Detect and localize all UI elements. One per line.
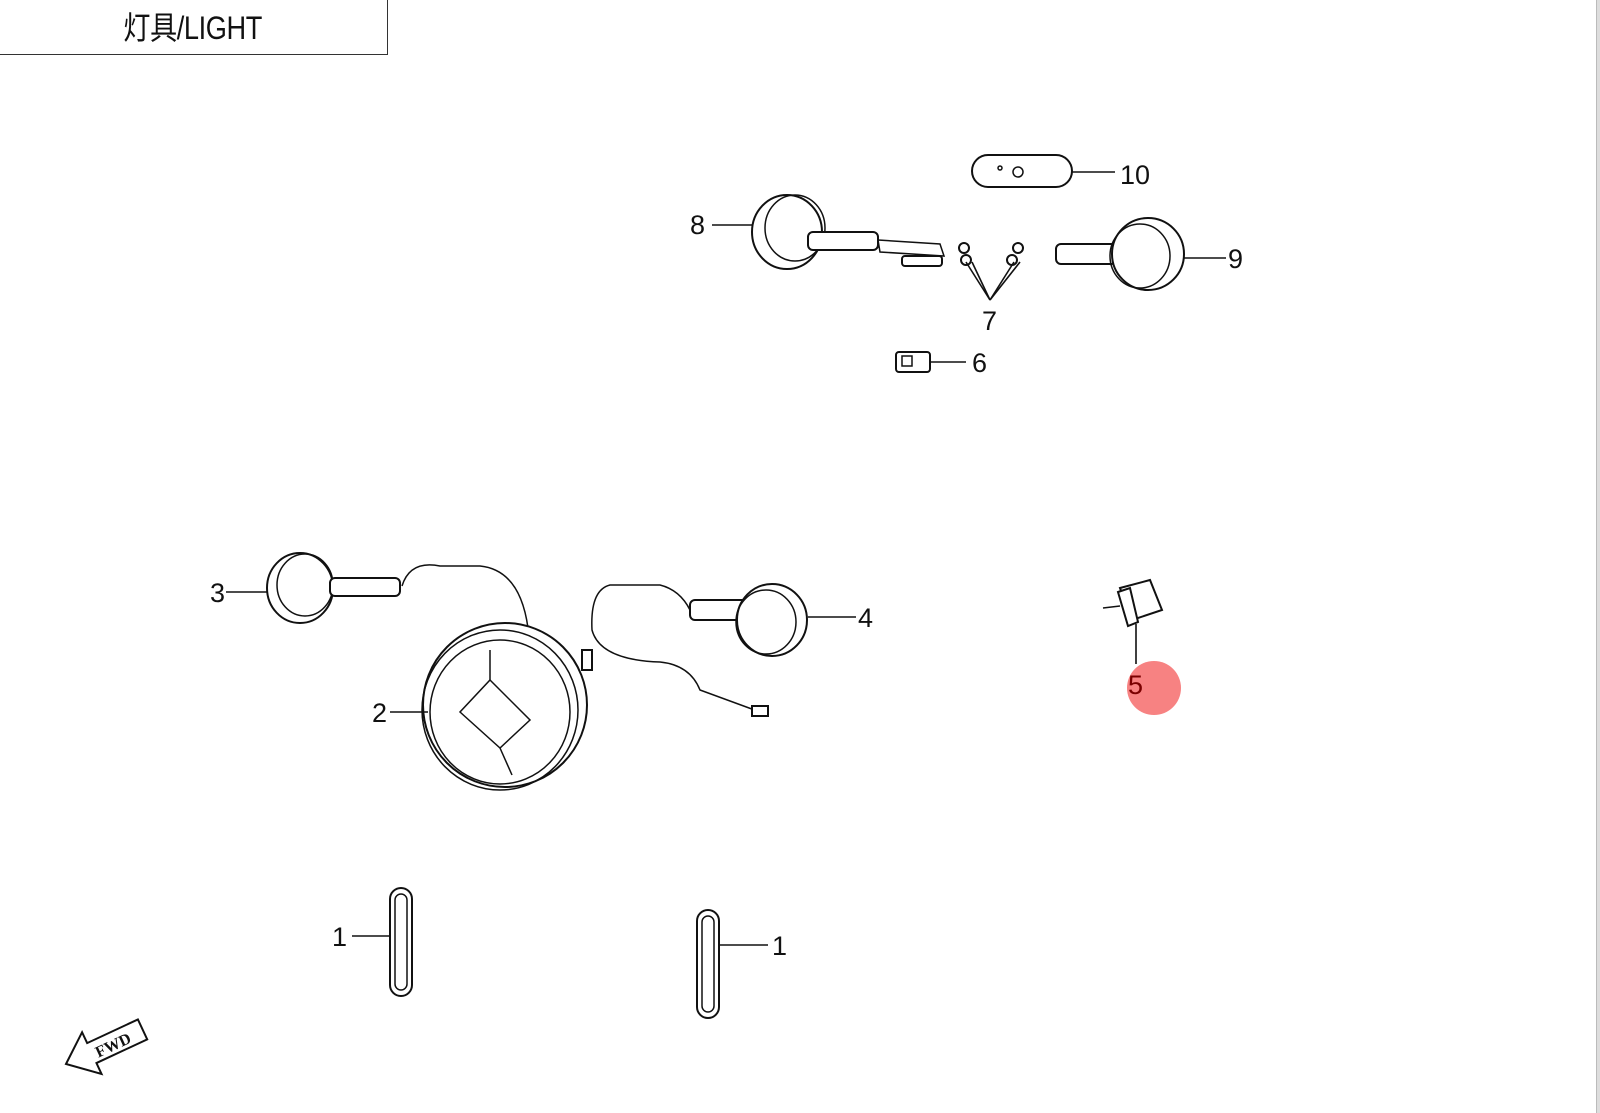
callout-9[interactable]: 9 xyxy=(1228,244,1243,274)
part-6-connector[interactable] xyxy=(895,351,931,373)
part-7-bulbs[interactable] xyxy=(958,242,1024,266)
callout-2[interactable]: 2 xyxy=(372,698,387,728)
callout-10[interactable]: 10 xyxy=(1120,160,1150,190)
page-edge xyxy=(1596,0,1600,1113)
part-9-rear-right-turn-signal[interactable] xyxy=(1055,217,1185,291)
part-4-front-right-turn-signal[interactable] xyxy=(591,583,808,717)
diagram-title: 灯具/LIGHT xyxy=(123,10,263,46)
callout-5[interactable]: 5 xyxy=(1128,670,1143,700)
callout-6[interactable]: 6 xyxy=(972,348,987,378)
part-3-front-left-turn-signal[interactable] xyxy=(266,552,529,629)
callout-8[interactable]: 8 xyxy=(690,210,705,240)
part-1-reflector-right[interactable] xyxy=(696,909,720,1019)
callout-1-right[interactable]: 1 xyxy=(772,931,787,961)
callout-7[interactable]: 7 xyxy=(982,306,997,336)
part-1-reflector-left[interactable] xyxy=(389,887,413,997)
part-2-headlight[interactable] xyxy=(421,622,593,791)
diagram-title-box: 灯具/LIGHT xyxy=(0,0,388,55)
part-8-rear-left-turn-signal[interactable] xyxy=(751,194,946,270)
callout-1-left[interactable]: 1 xyxy=(332,922,347,952)
click-highlight-marker xyxy=(1127,661,1181,715)
forward-direction-arrow: FWD xyxy=(64,1018,149,1076)
callout-3[interactable]: 3 xyxy=(210,578,225,608)
part-10-plate-light[interactable] xyxy=(971,154,1073,188)
part-5-switch[interactable] xyxy=(1102,578,1164,628)
callout-4[interactable]: 4 xyxy=(858,603,873,633)
